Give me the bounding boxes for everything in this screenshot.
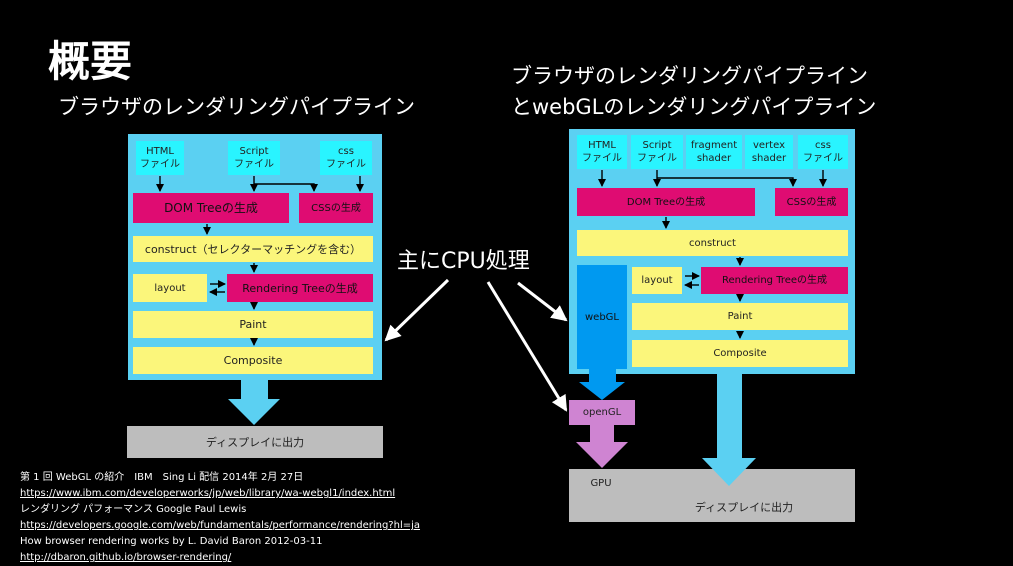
left-composite-box: Composite — [133, 347, 373, 374]
reference-3: レンダリング パフォーマンス Google Paul Lewis — [20, 504, 247, 515]
left-css-gen-box: CSSの生成 — [299, 193, 373, 223]
left-rendering-tree-box: Rendering Treeの生成 — [227, 274, 373, 302]
right-paint-box: Paint — [632, 303, 848, 330]
left-dom-tree-box: DOM Treeの生成 — [133, 193, 289, 223]
right-css-gen-box: CSSの生成 — [775, 188, 848, 216]
references-block: 第 1 回 WebGL の紹介 IBM Sing Li 配信 2014年 2月 … — [20, 470, 420, 566]
opengl-down-arrow — [576, 425, 628, 468]
left-display-output-box: ディスプレイに出力 — [127, 426, 383, 458]
right-gpu-label: GPU — [590, 477, 612, 489]
right-fragment-shader-box: fragment shader — [686, 135, 742, 169]
left-script-file-box: Script ファイル — [228, 141, 280, 175]
left-construct-box: construct（セレクターマッチングを含む） — [133, 236, 373, 262]
right-subtitle-line1: ブラウザのレンダリングパイプライン — [511, 64, 868, 88]
right-script-file-box: Script ファイル — [631, 135, 683, 169]
right-output-arrow — [702, 374, 756, 486]
right-subtitle-line2: とwebGLのレンダリングパイプライン — [511, 95, 877, 119]
reference-link-3[interactable]: http://dbaron.github.io/browser-renderin… — [20, 552, 232, 563]
reference-link-2[interactable]: https://developers.google.com/web/fundam… — [20, 520, 421, 531]
left-subtitle: ブラウザのレンダリングパイプライン — [58, 95, 415, 119]
left-html-file-box: HTML ファイル — [136, 141, 184, 175]
right-webgl-box: webGL — [577, 265, 627, 369]
right-display-output-label: ディスプレイに出力 — [694, 500, 794, 514]
right-css-file-box: css ファイル — [798, 135, 848, 169]
right-dom-tree-box: DOM Treeの生成 — [577, 188, 755, 216]
right-composite-box: Composite — [632, 340, 848, 367]
webgl-down-arrow — [579, 369, 625, 400]
left-layout-box: layout — [133, 274, 207, 302]
page-title: 概要 — [48, 37, 133, 86]
left-paint-box: Paint — [133, 311, 373, 338]
left-output-arrow — [228, 380, 280, 425]
right-construct-box: construct — [577, 230, 848, 256]
cpu-processing-label: 主にCPU処理 — [397, 249, 530, 274]
reference-1: 第 1 回 WebGL の紹介 IBM Sing Li 配信 2014年 2月 … — [20, 472, 304, 483]
right-layout-box: layout — [632, 267, 682, 294]
right-vertex-shader-box: vertex shader — [745, 135, 793, 169]
reference-5: How browser rendering works by L. David … — [20, 536, 323, 547]
right-rendering-tree-box: Rendering Treeの生成 — [701, 267, 848, 294]
right-output-area — [569, 469, 855, 522]
right-html-file-box: HTML ファイル — [577, 135, 627, 169]
right-opengl-box: openGL — [569, 400, 635, 425]
reference-link-1[interactable]: https://www.ibm.com/developerworks/jp/we… — [20, 488, 396, 499]
left-css-file-box: css ファイル — [320, 141, 372, 175]
